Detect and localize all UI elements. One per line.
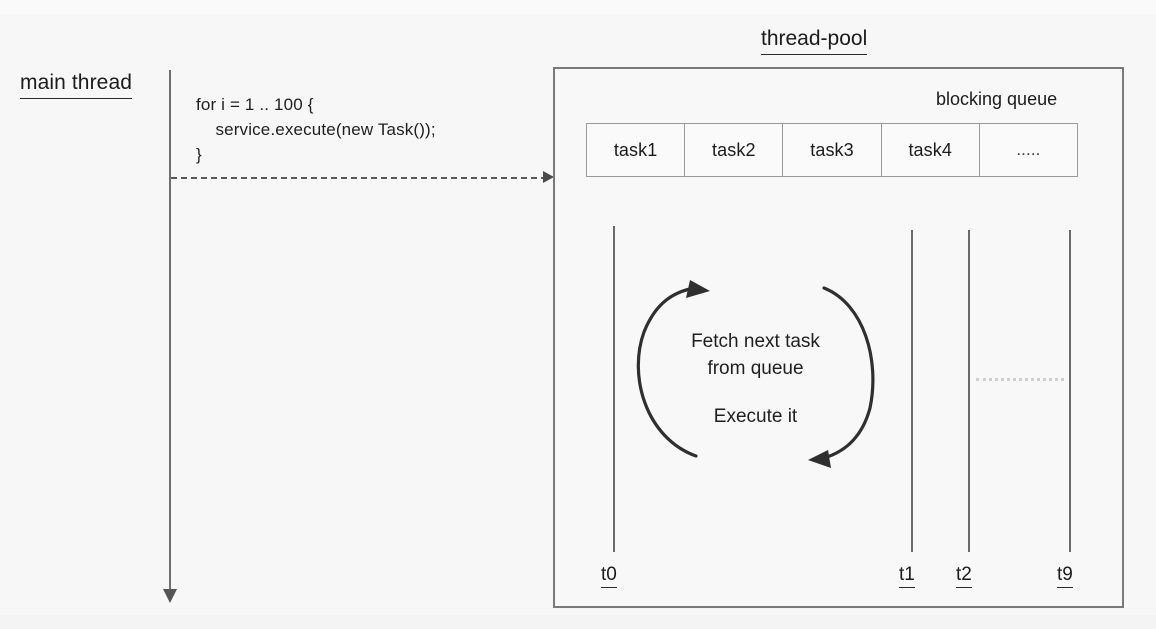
top-background-strip <box>0 0 1156 14</box>
queue-cell-overflow: ..... <box>1016 140 1041 159</box>
bottom-background-strip <box>0 615 1156 629</box>
loop-bottom-arrowhead-icon <box>808 450 831 468</box>
worker-lifeline-t9 <box>1069 230 1071 552</box>
loop-top-arrowhead-icon <box>686 280 710 298</box>
worker-label-t0: t0 <box>601 563 617 588</box>
loop-text-line2: from queue <box>707 358 804 379</box>
worker-loop-arrows <box>628 280 884 470</box>
queue-cell: task4 <box>882 124 980 176</box>
main-thread-lifeline <box>169 70 171 594</box>
blocking-queue: task1 task2 task3 task4 ..... <box>586 123 1078 177</box>
worker-gap-dotted-separator <box>976 378 1064 381</box>
queue-cell: task2 <box>685 124 784 176</box>
queue-cell: task3 <box>783 124 882 176</box>
main-thread-label: main thread <box>20 70 132 99</box>
blocking-queue-label: blocking queue <box>936 89 1058 109</box>
loop-text-fetch: Fetch next task from queue <box>653 328 858 382</box>
queue-cell: task1 <box>587 124 686 176</box>
worker-lifeline-t0 <box>613 226 615 552</box>
loop-right-arc-path <box>822 286 875 460</box>
loop-left-arc-path <box>636 286 698 458</box>
task-submit-dashed-arrow <box>171 177 547 179</box>
worker-label-t1: t1 <box>899 563 915 588</box>
thread-pool-title: thread-pool <box>761 26 868 55</box>
main-thread-code-snippet: for i = 1 .. 100 { service.execute(new T… <box>196 95 436 164</box>
worker-lifeline-t2 <box>968 230 970 552</box>
main-thread-arrowhead-icon <box>163 589 177 603</box>
worker-label-t9: t9 <box>1057 563 1073 588</box>
task-submit-arrowhead-icon <box>543 171 554 183</box>
loop-text-line1: Fetch next task <box>691 331 820 352</box>
loop-text-execute: Execute it <box>713 406 798 427</box>
worker-lifeline-t1 <box>911 230 913 552</box>
worker-label-t2: t2 <box>956 563 972 588</box>
